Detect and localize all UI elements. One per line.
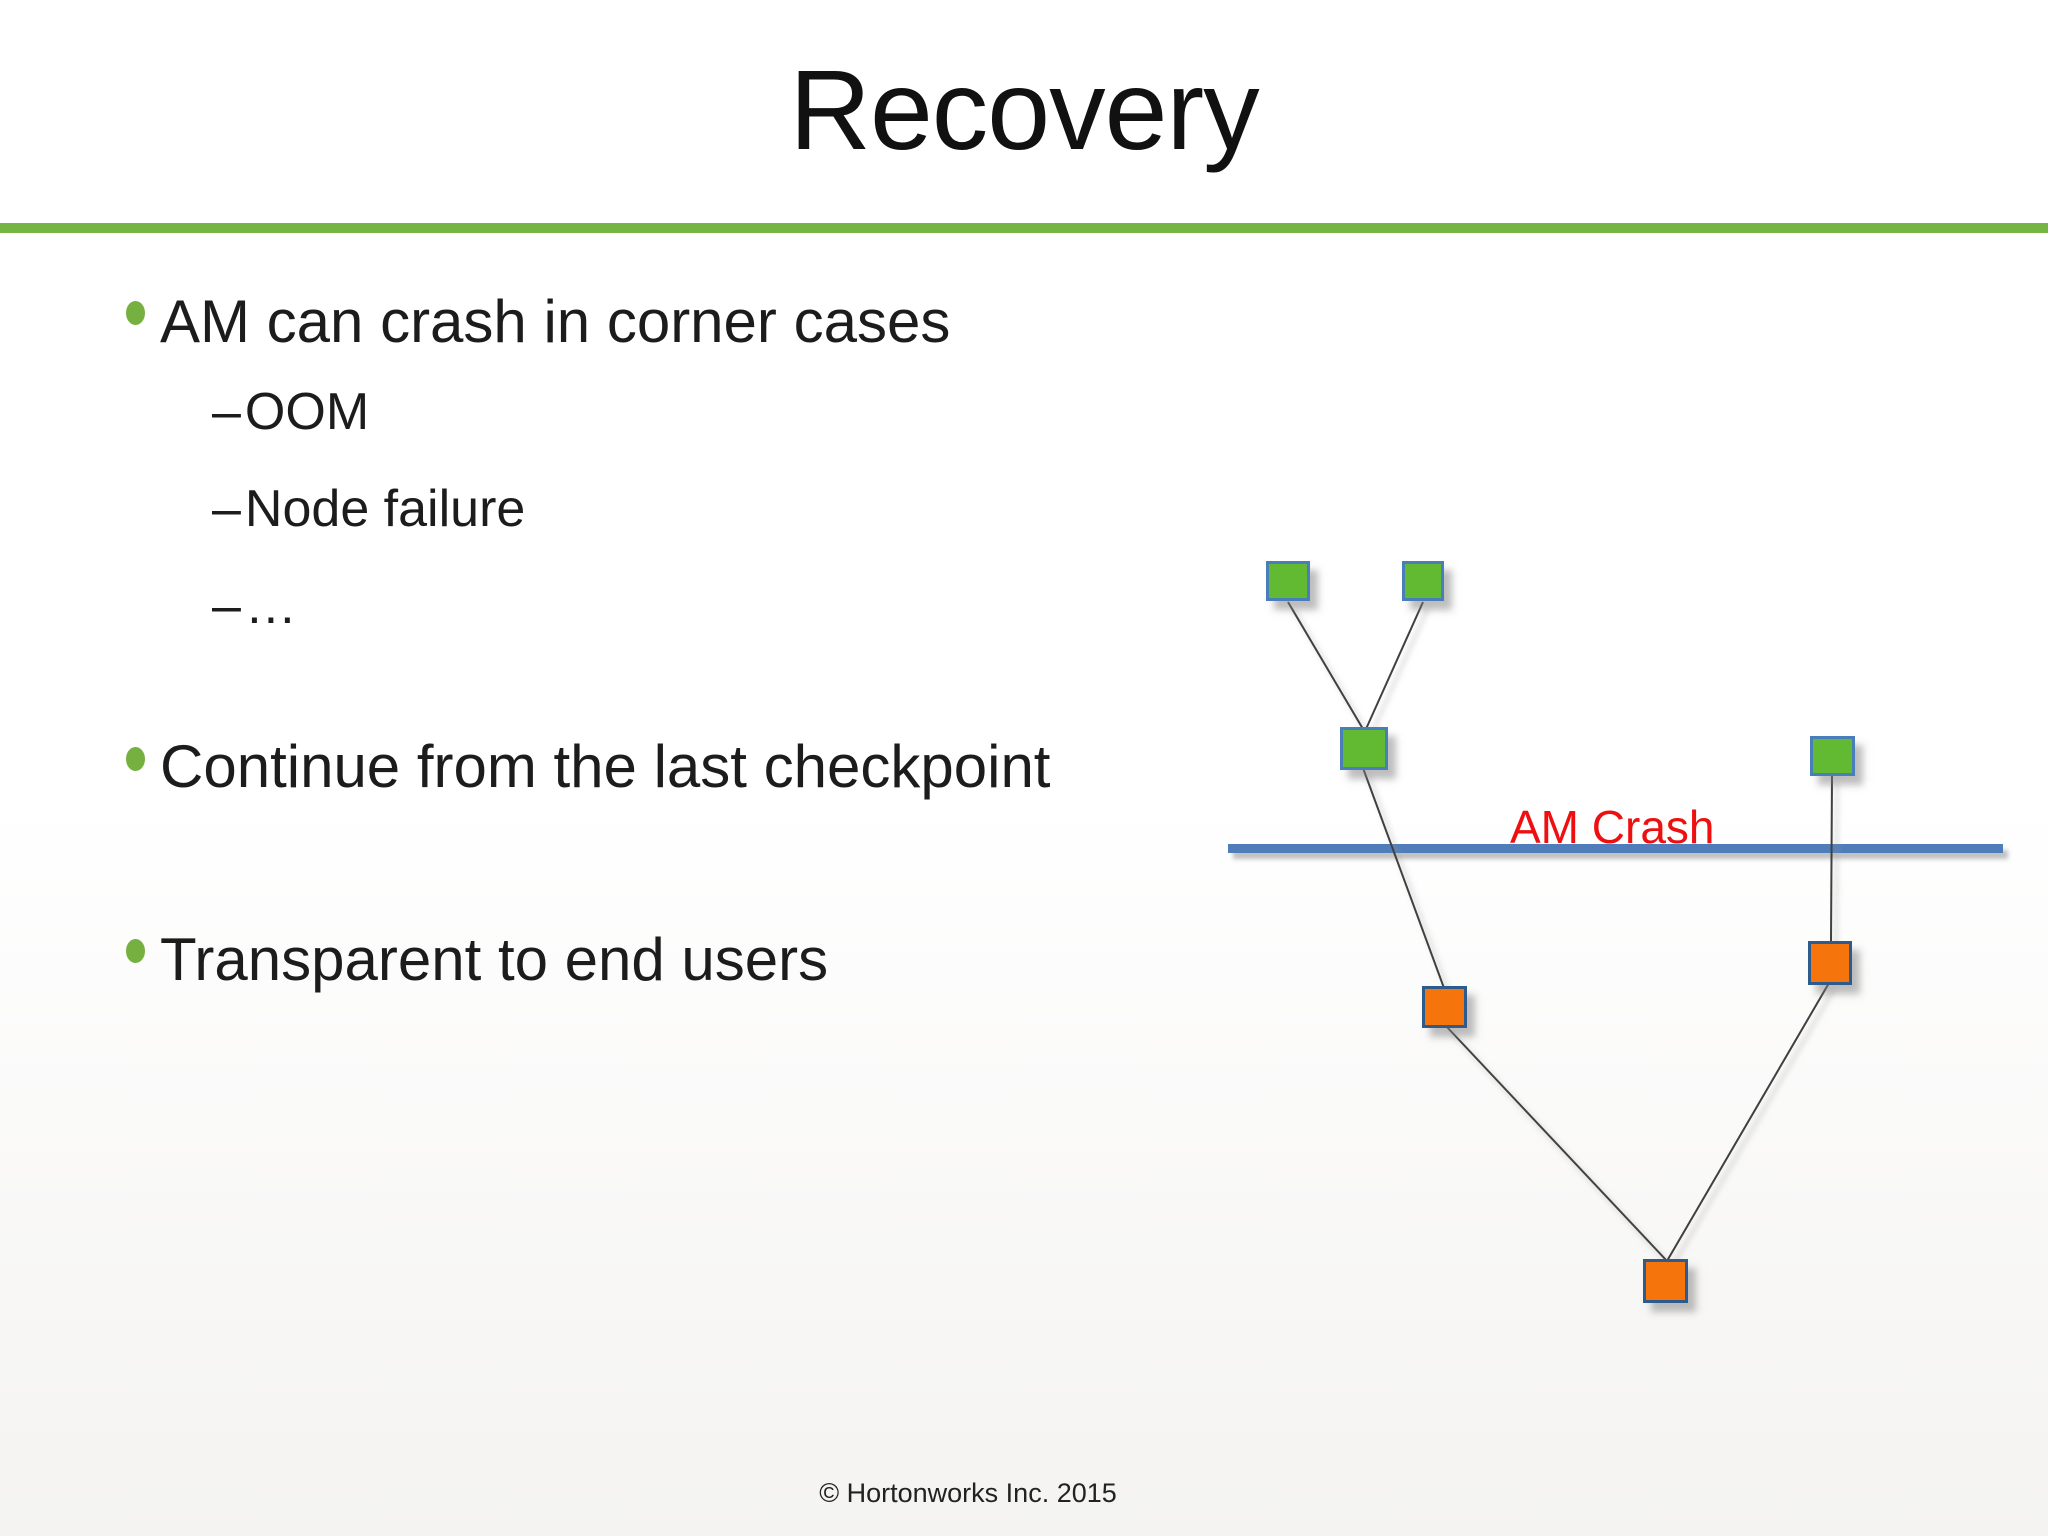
edge-rerun1-to-final [1445, 1025, 1668, 1262]
bullet-dot [126, 301, 145, 325]
task-node-completed-4 [1810, 736, 1855, 776]
task-node-completed-2 [1402, 561, 1444, 601]
sub-bullet-text: … [244, 577, 297, 635]
sub-bullet-oom: –OOM [212, 383, 369, 443]
bullet-item-am-crash: AM can crash in corner cases [160, 288, 951, 355]
edge-map2-to-reduce [1365, 601, 1424, 730]
footer-copyright: © Hortonworks Inc. 2015 [819, 1478, 1117, 1508]
crash-label: AM Crash [1510, 801, 1715, 853]
task-node-rerun-final [1643, 1259, 1688, 1303]
crash-timeline-line [1228, 844, 2003, 853]
task-node-completed-3 [1340, 727, 1388, 770]
edge-rerun2-to-final [1666, 982, 1830, 1262]
title-underline-rule [0, 223, 2048, 233]
task-node-rerun-1 [1422, 986, 1467, 1028]
edge-reduce-to-rerun1 [1362, 767, 1445, 989]
sub-bullet-text: Node failure [244, 480, 526, 538]
sub-bullet-text: OOM [244, 383, 370, 441]
bullet-dot [126, 747, 145, 771]
edge-map1-to-reduce [1287, 601, 1364, 730]
task-node-completed-1 [1266, 561, 1310, 601]
sub-bullet-node-failure: –Node failure [212, 480, 525, 540]
sub-bullet-ellipsis: –… [212, 577, 297, 637]
bullet-item-transparent: Transparent to end users [160, 926, 829, 993]
task-node-rerun-2 [1808, 941, 1852, 985]
bullet-dot [126, 939, 145, 963]
bullet-item-checkpoint: Continue from the last checkpoint [160, 733, 1051, 800]
dash-marker: – [212, 577, 241, 635]
dash-marker: – [212, 383, 241, 441]
edge-green4-to-rerun2 [1830, 775, 1833, 944]
dash-marker: – [212, 480, 241, 538]
slide-title: Recovery [789, 47, 1259, 173]
